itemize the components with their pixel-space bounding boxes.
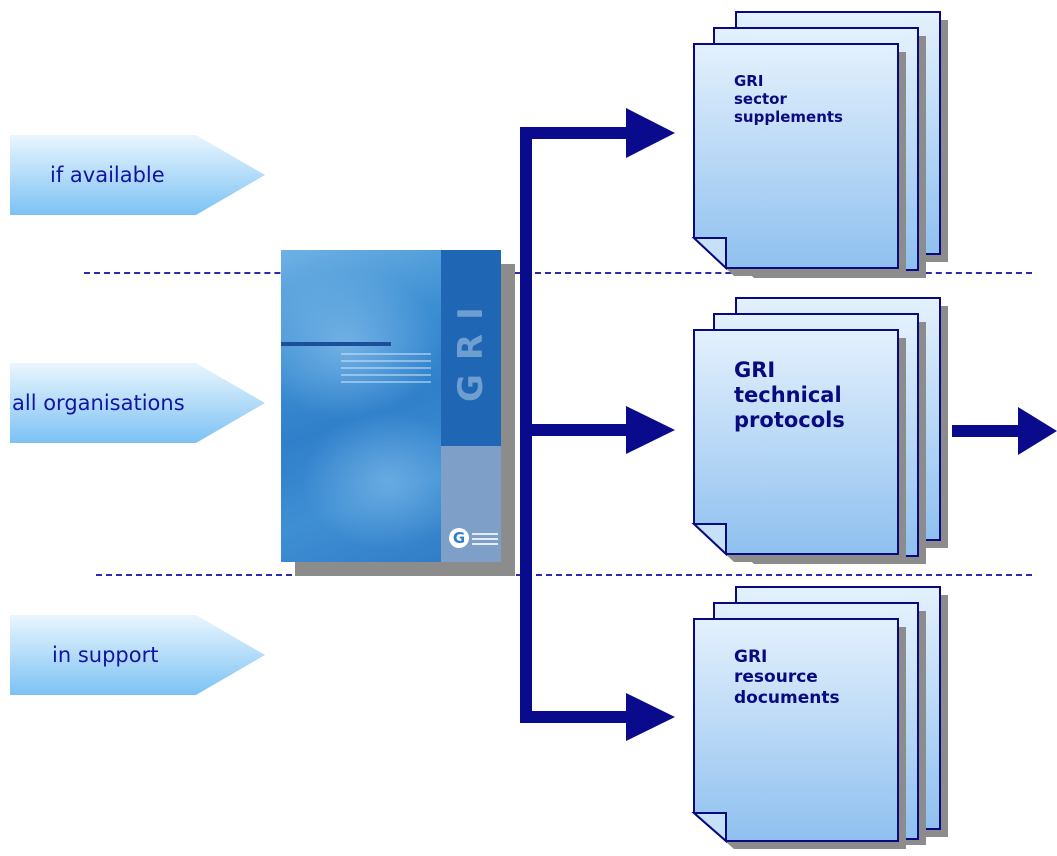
document-pages-icon — [691, 297, 948, 564]
arrowhead-bottom — [626, 693, 675, 741]
tag-if-available: if available — [10, 135, 265, 215]
tag-in-support: in support — [10, 615, 265, 695]
tag-label: in support — [52, 643, 159, 667]
doc-stack-technical-protocols: GRI technical protocols — [691, 296, 956, 564]
doc-title: GRI technical protocols — [734, 358, 845, 433]
doc-title: GRI resource documents — [734, 647, 840, 708]
gri-logo-icon: G — [449, 528, 469, 548]
tag-arrow-shape — [10, 135, 265, 215]
doc-stack-sector-supplements: GRI sector supplements — [691, 10, 956, 278]
document-pages-icon — [691, 11, 948, 278]
booklet-cover: GRI G — [281, 250, 501, 562]
doc-stack-resource-documents: GRI resource documents — [691, 585, 956, 849]
separator-bottom — [96, 574, 1032, 576]
separator-top — [84, 272, 1032, 274]
tag-all-organisations: all organisations — [10, 363, 265, 443]
tag-arrow-shape — [10, 363, 265, 443]
booklet-spine — [441, 250, 501, 446]
tag-arrow-shape — [10, 615, 265, 695]
gri-guidelines-booklet: GRI G — [281, 250, 515, 576]
tag-label: if available — [50, 163, 165, 187]
arrowhead-output — [1018, 407, 1057, 455]
document-pages-icon — [691, 586, 948, 849]
doc-title: GRI sector supplements — [734, 72, 843, 126]
booklet-rule — [281, 342, 391, 346]
arrowhead-mid — [626, 406, 675, 454]
booklet-text-lines — [341, 348, 431, 388]
arrowhead-top — [626, 108, 675, 158]
tag-label: all organisations — [12, 391, 185, 415]
